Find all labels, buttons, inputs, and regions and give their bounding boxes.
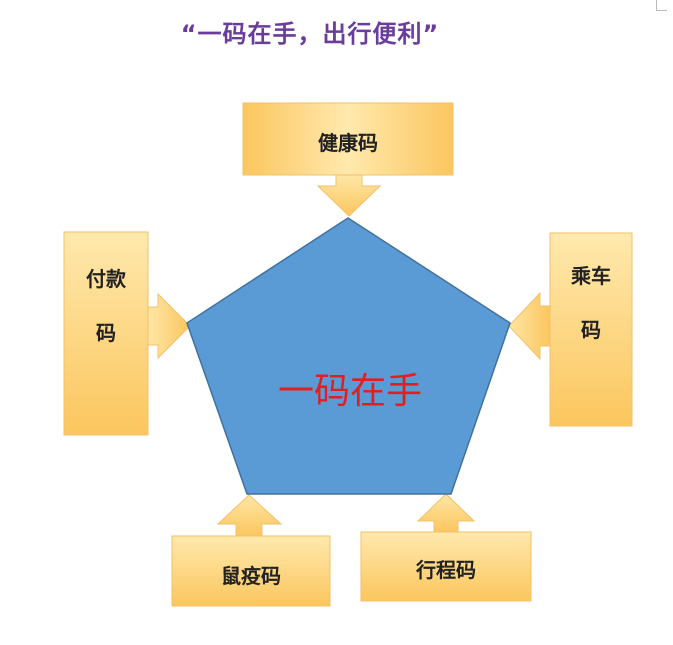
callout-left [63,231,191,436]
label-plague-code: 鼠疫码 [221,564,281,588]
label-payment-code: 付款码 [86,267,126,345]
diagram-title: “一码在手，出行便利” [180,20,440,48]
callout-bottom-left [171,494,331,607]
label-itinerary-code: 行程码 [416,558,476,582]
arrow-down-icon [316,174,382,217]
label-health-code: 健康码 [318,131,378,155]
arrow-right-icon [147,292,191,360]
center-pentagon [186,217,511,495]
callout-top [242,102,454,217]
callout-bottom-right [360,493,532,602]
arrow-up-icon [416,493,476,533]
label-ride-code: 乘车码 [571,264,611,342]
callout-right [508,232,633,427]
arrow-up-icon [216,494,283,537]
page-corner-mark [656,0,667,11]
center-label: 一码在手 [277,371,422,412]
arrow-left-icon [508,291,551,361]
